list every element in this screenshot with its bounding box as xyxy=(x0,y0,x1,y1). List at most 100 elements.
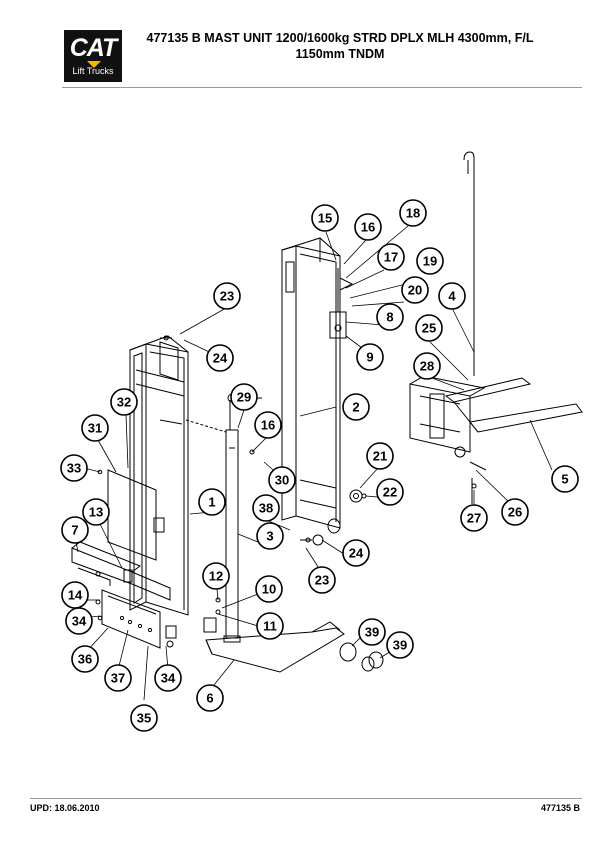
callout-15: 15 xyxy=(311,204,339,232)
fork-carriage xyxy=(409,383,471,453)
update-date: UPD: 18.06.2010 xyxy=(30,803,100,813)
callout-circle xyxy=(254,411,282,439)
callout-12: 12 xyxy=(202,562,230,590)
callout-circle xyxy=(377,243,405,271)
callout-13: 13 xyxy=(82,498,110,526)
callout-label: 34 xyxy=(72,614,87,629)
callout-circle xyxy=(268,466,296,494)
callout-circle xyxy=(60,454,88,482)
header-divider xyxy=(62,87,582,88)
callout-circle xyxy=(252,494,280,522)
callout-circle xyxy=(213,282,241,310)
callout-label: 9 xyxy=(366,350,373,365)
callout-circle xyxy=(65,607,93,635)
callout-16: 16 xyxy=(354,213,382,241)
callout-circle xyxy=(399,199,427,227)
callout-circle xyxy=(386,631,414,659)
callout-23: 23 xyxy=(213,282,241,310)
callout-33: 33 xyxy=(60,454,88,482)
callout-circle xyxy=(308,566,336,594)
mast-back-plate xyxy=(107,469,157,561)
callout-label: 25 xyxy=(422,321,436,336)
callout-23: 23 xyxy=(308,566,336,594)
mast-roller xyxy=(349,489,363,503)
callout-label: 16 xyxy=(361,220,375,235)
callout-label: 24 xyxy=(213,351,228,366)
callout-circle xyxy=(206,344,234,372)
callout-label: 18 xyxy=(406,206,420,221)
callout-26: 26 xyxy=(501,498,529,526)
callout-circle xyxy=(104,664,132,692)
callout-label: 7 xyxy=(71,523,78,538)
callout-circle xyxy=(311,204,339,232)
callout-7: 7 xyxy=(61,516,89,544)
callout-label: 8 xyxy=(386,310,393,325)
callout-label: 2 xyxy=(352,400,359,415)
callout-label: 15 xyxy=(318,211,332,226)
callout-9: 9 xyxy=(356,343,384,371)
callout-circle xyxy=(376,303,404,331)
callout-circle xyxy=(356,343,384,371)
callout-6: 6 xyxy=(196,684,224,712)
callout-39: 39 xyxy=(358,618,386,646)
callout-37: 37 xyxy=(104,664,132,692)
callout-29: 29 xyxy=(230,383,258,411)
callout-circle xyxy=(256,612,284,640)
roller-39 xyxy=(339,642,357,662)
callout-36: 36 xyxy=(71,645,99,673)
callout-circle xyxy=(61,516,89,544)
callout-circle xyxy=(354,213,382,241)
callout-22: 22 xyxy=(376,478,404,506)
callout-circle xyxy=(401,276,429,304)
callout-14: 14 xyxy=(61,581,89,609)
mast-drawing xyxy=(71,151,583,673)
callout-circle xyxy=(416,247,444,275)
callout-circle xyxy=(366,442,394,470)
callout-circle xyxy=(110,388,138,416)
callout-circle xyxy=(256,522,284,550)
callout-label: 39 xyxy=(393,638,407,653)
callout-circle xyxy=(230,383,258,411)
callout-circle xyxy=(438,282,466,310)
callout-label: 13 xyxy=(89,505,103,520)
callout-circle xyxy=(81,414,109,442)
callout-3: 3 xyxy=(256,522,284,550)
callout-label: 26 xyxy=(508,505,522,520)
callout-label: 36 xyxy=(78,652,92,667)
callout-label: 3 xyxy=(266,529,273,544)
callout-label: 27 xyxy=(467,511,481,526)
footer-divider xyxy=(30,798,582,799)
page-title: 477135 B MAST UNIT 1200/1600kg STRD DPLX… xyxy=(130,30,550,62)
chain-rod xyxy=(463,151,475,376)
callout-circle xyxy=(342,393,370,421)
callout-circle xyxy=(551,465,579,493)
lift-cylinder xyxy=(225,429,239,639)
callout-circle xyxy=(358,618,386,646)
callout-circle xyxy=(198,488,226,516)
callout-circle xyxy=(413,352,441,380)
callout-35: 35 xyxy=(130,704,158,732)
logo-subtext: Lift Trucks xyxy=(72,66,114,76)
callout-label: 39 xyxy=(365,625,379,640)
callout-24: 24 xyxy=(342,539,370,567)
callout-label: 24 xyxy=(349,546,364,561)
callout-label: 35 xyxy=(137,711,151,726)
callout-5: 5 xyxy=(551,465,579,493)
callout-16: 16 xyxy=(254,411,282,439)
callout-24: 24 xyxy=(206,344,234,372)
callout-label: 20 xyxy=(408,283,422,298)
callout-39: 39 xyxy=(386,631,414,659)
callout-label: 23 xyxy=(315,573,329,588)
callout-label: 4 xyxy=(448,289,456,304)
callout-label: 29 xyxy=(237,390,251,405)
callout-label: 19 xyxy=(423,254,437,269)
fork xyxy=(444,377,532,403)
callout-label: 31 xyxy=(88,421,102,436)
callout-31: 31 xyxy=(81,414,109,442)
callout-circle xyxy=(130,704,158,732)
callout-28: 28 xyxy=(413,352,441,380)
callout-label: 30 xyxy=(275,473,289,488)
callout-label: 33 xyxy=(67,461,81,476)
callout-label: 1 xyxy=(208,495,215,510)
